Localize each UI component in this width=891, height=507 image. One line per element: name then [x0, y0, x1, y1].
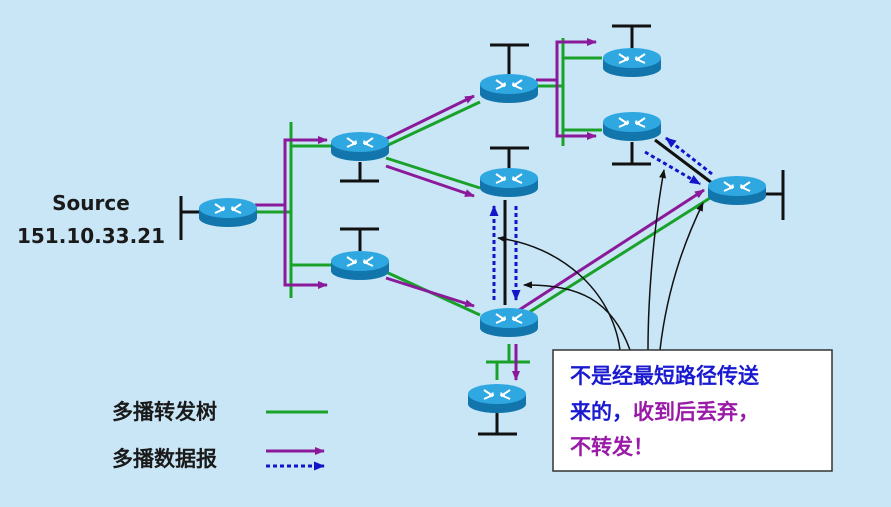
- router-icon: [330, 250, 390, 281]
- non-shortest-links: [503, 138, 713, 305]
- legend-tree-label: 多播转发树: [112, 400, 217, 424]
- note-line-2b: 收到后丢弃，: [633, 400, 759, 424]
- note-line-3: 不转发！: [570, 435, 654, 459]
- note-line-1: 不是经最短路径传送: [570, 364, 760, 388]
- source-name: Source: [52, 191, 130, 215]
- note-box: 不是经最短路径传送 来的，收到后丢弃， 不转发！: [552, 349, 833, 472]
- lan-segments: [179, 24, 785, 436]
- router-icon: [602, 47, 662, 78]
- router-icon: [467, 383, 527, 414]
- source-ip: 151.10.33.21: [17, 224, 165, 248]
- note-background: [552, 349, 833, 472]
- router-icon: [479, 307, 539, 338]
- note-line-2: 来的，收到后丢弃，: [570, 400, 759, 424]
- datagram-paths: [255, 38, 705, 381]
- router-icon: [602, 111, 662, 142]
- router-icon: [707, 175, 767, 206]
- router-icon: [330, 131, 390, 162]
- callout-arrows: [497, 169, 704, 351]
- router-icon: [479, 167, 539, 198]
- legend: 多播转发树 多播数据报: [112, 400, 328, 471]
- note-line-2a: 来的，: [570, 400, 633, 424]
- discarded-datagrams: [489, 136, 713, 301]
- router-icon: [479, 73, 539, 104]
- legend-datagram-label: 多播数据报: [112, 447, 217, 471]
- router-icon: [198, 197, 258, 228]
